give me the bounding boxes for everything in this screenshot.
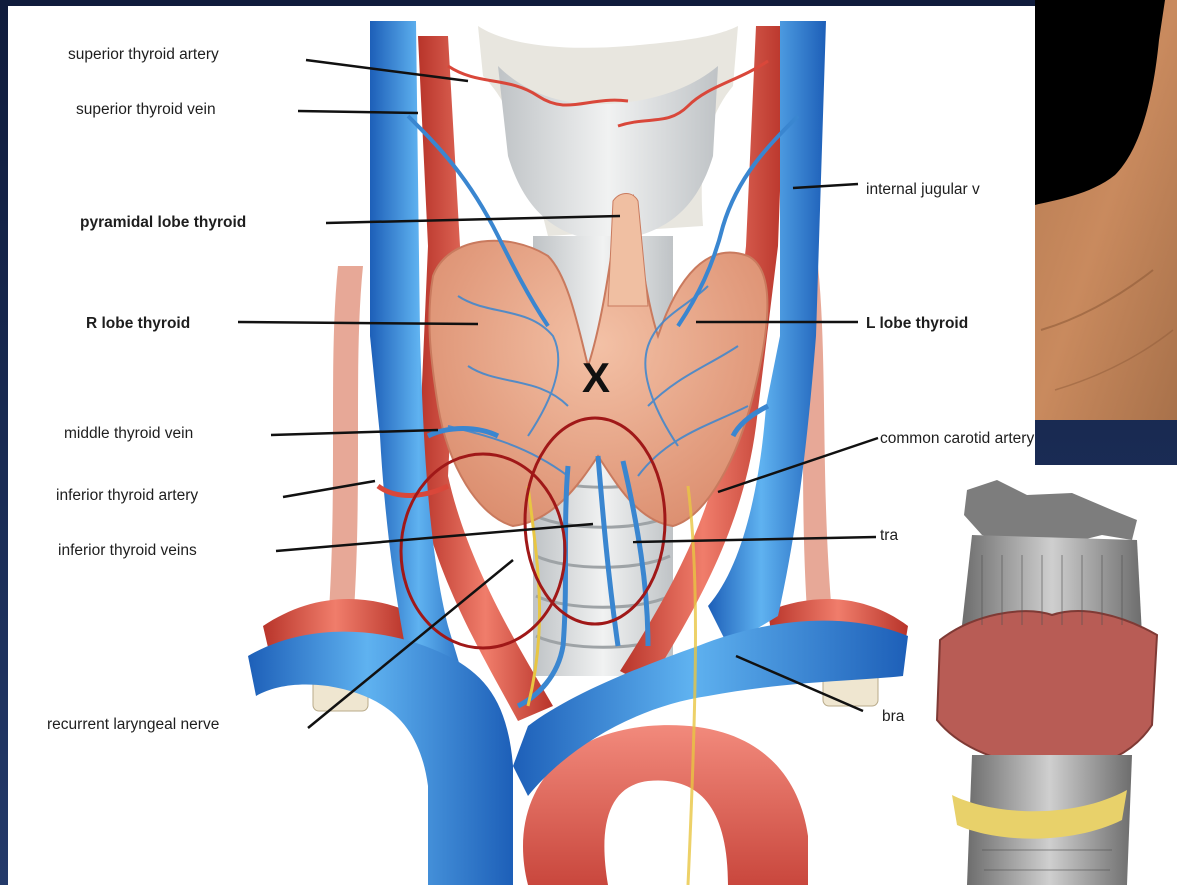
label-l-lobe: L lobe thyroid bbox=[866, 315, 968, 332]
x-marker: X bbox=[582, 354, 610, 401]
label-brachiocephalic-partial: bra bbox=[882, 708, 905, 725]
label-common-carotid: common carotid artery bbox=[880, 430, 1034, 447]
label-middle-thyroid-vein: middle thyroid vein bbox=[64, 425, 193, 442]
thyroid-anatomy-diagram: X superior thyroid artery superior thyro… bbox=[8, 6, 1035, 885]
thyroid-cartilage bbox=[937, 611, 1157, 780]
label-pyramidal-lobe: pyramidal lobe thyroid bbox=[80, 214, 246, 231]
label-r-lobe: R lobe thyroid bbox=[86, 315, 190, 332]
label-inferior-thyroid-artery: inferior thyroid artery bbox=[56, 487, 198, 504]
label-inferior-thyroid-veins: inferior thyroid veins bbox=[58, 542, 197, 559]
label-recurrent-laryngeal-nerve: recurrent laryngeal nerve bbox=[47, 716, 219, 733]
neck-photo bbox=[1035, 0, 1177, 420]
hyoid-bone bbox=[964, 480, 1137, 545]
label-superior-thyroid-artery: superior thyroid artery bbox=[68, 46, 219, 63]
label-internal-jugular: internal jugular v bbox=[866, 181, 980, 198]
larynx-inset bbox=[912, 465, 1177, 885]
label-superior-thyroid-vein: superior thyroid vein bbox=[76, 101, 216, 118]
label-trachea-partial: tra bbox=[880, 527, 898, 544]
